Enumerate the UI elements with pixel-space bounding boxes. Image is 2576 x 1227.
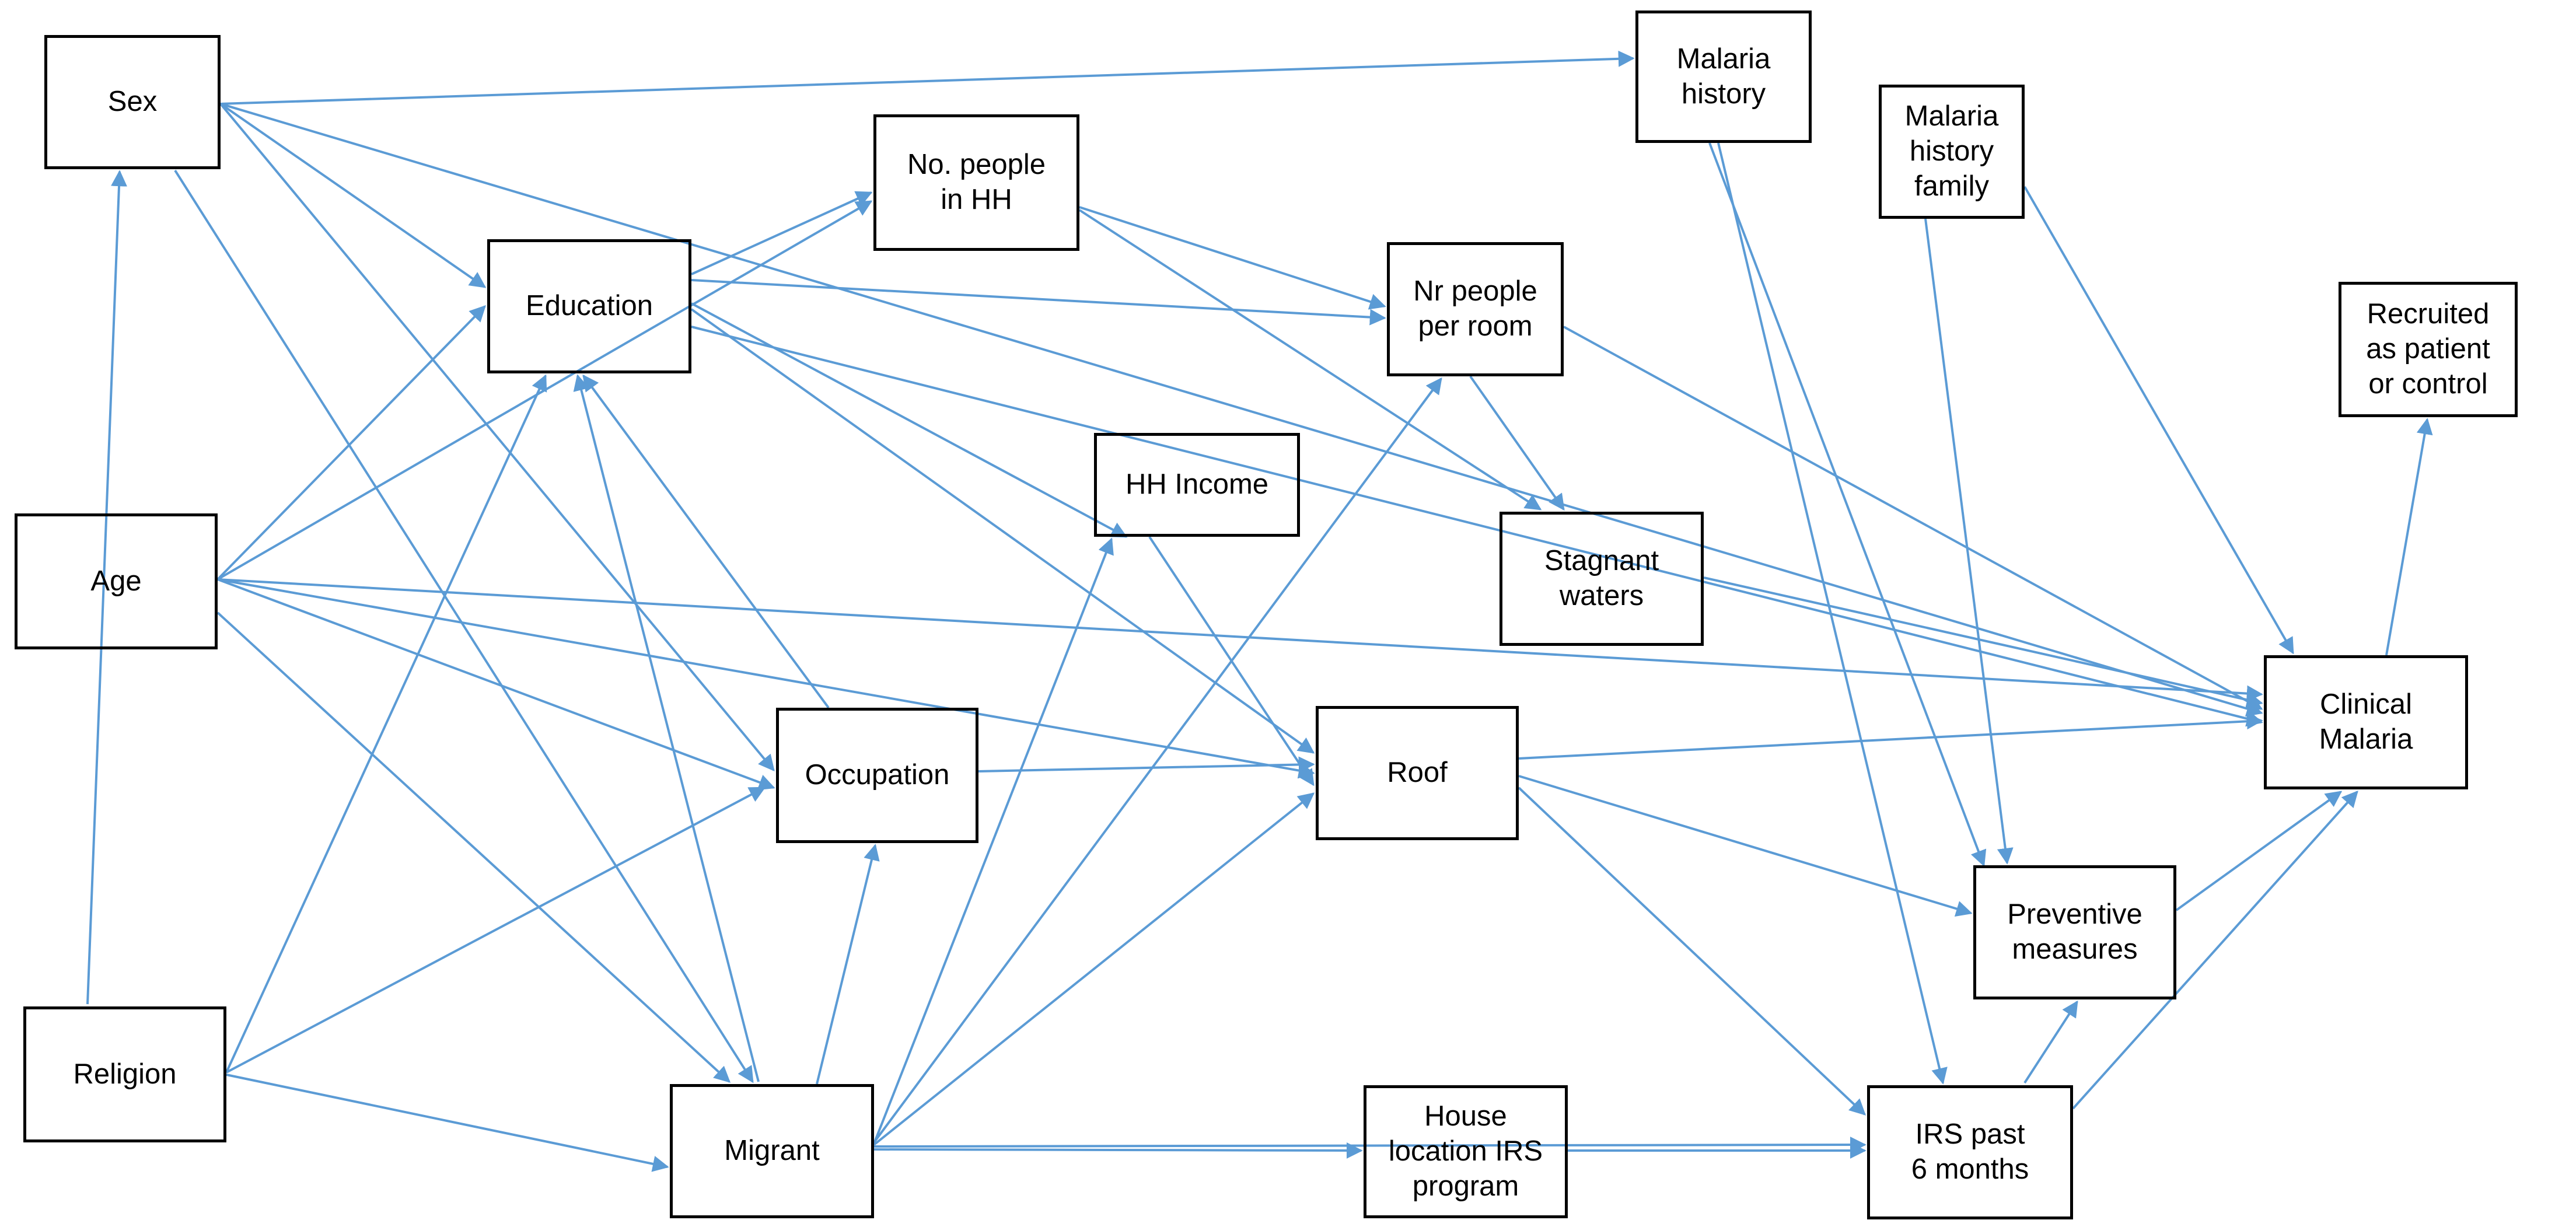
edge-roof-to-irs_6m [1518, 786, 1867, 1116]
edge-no_people_hh-to-nr_per_room [1079, 206, 1386, 310]
edge-age-to-occupation [217, 578, 775, 791]
edge-malaria_fam-to-clinical [2023, 186, 2294, 655]
edge-sex-to-migrant [174, 169, 754, 1083]
edge-migrant-to-house_irs [873, 1142, 1363, 1159]
edge-religion-to-occupation [226, 786, 766, 1074]
edge-roof-to-preventive [1518, 775, 1973, 917]
edge-migrant-to-hh_income [873, 537, 1114, 1144]
edge-irs_6m-to-preventive [2023, 1000, 2078, 1084]
edge-clinical-to-recruited [2385, 418, 2433, 656]
edge-sex-to-malaria_hist [220, 50, 1635, 105]
edge-stagnant-to-clinical [1703, 576, 2263, 708]
edge-migrant-to-occupation [816, 844, 880, 1085]
edge-age-to-education [216, 305, 486, 581]
edge-migrant-to-roof [873, 792, 1315, 1146]
edge-occupation-to-roof [978, 756, 1315, 773]
node-label-roof: Roof [1387, 757, 1448, 789]
edge-education-to-clinical [691, 326, 2263, 727]
edge-religion-to-migrant [226, 1074, 669, 1172]
node-age[interactable]: Age [15, 513, 218, 649]
edge-education-to-no_people_hh [691, 191, 873, 275]
edge-malaria_hist-to-irs_6m [1717, 142, 1948, 1085]
edge-roof-to-clinical [1518, 713, 2263, 760]
node-education[interactable]: Education [487, 239, 691, 373]
node-sex[interactable]: Sex [44, 35, 221, 169]
edge-education-to-hh_income [691, 302, 1128, 538]
edge-education-to-nr_per_room [691, 279, 1386, 326]
node-label-education: Education [526, 290, 653, 322]
node-migrant[interactable]: Migrant [670, 1084, 874, 1218]
edge-malaria_hist-to-preventive [1708, 142, 1987, 867]
edge-preventive-to-clinical [2175, 791, 2343, 911]
edge-religion-to-sex [86, 170, 128, 1005]
edge-occupation-to-education [582, 374, 830, 709]
node-religion[interactable]: Religion [23, 1006, 226, 1142]
edge-irs_6m-to-clinical [2072, 790, 2358, 1110]
edge-sex-to-occupation [219, 103, 775, 772]
edge-migrant-to-nr_per_room [873, 377, 1442, 1144]
node-label-religion: Religion [73, 1058, 177, 1090]
node-roof[interactable]: Roof [1316, 706, 1519, 840]
edge-hh_income-to-roof [1148, 536, 1315, 786]
edge-religion-to-education [225, 374, 547, 1073]
node-label-occupation: Occupation [805, 759, 950, 791]
edge-education-to-roof [690, 308, 1315, 754]
edge-migrant-to-irs_6m [873, 1137, 1867, 1153]
edge-age-to-clinical [217, 578, 2263, 702]
node-label-sex: Sex [107, 86, 158, 118]
node-label-age: Age [90, 565, 142, 597]
edge-age-to-no_people_hh [216, 200, 873, 581]
node-occupation[interactable]: Occupation [776, 708, 978, 843]
edge-malaria_fam-to-preventive [1924, 218, 2014, 865]
edge-no_people_hh-to-stagnant [1078, 209, 1542, 511]
node-label-migrant: Migrant [724, 1135, 820, 1167]
edge-nr_per_room-to-clinical [1563, 326, 2263, 710]
edge-nr_per_room-to-stagnant [1469, 375, 1565, 511]
edge-migrant-to-education [573, 374, 760, 1082]
edge-age-to-migrant [216, 611, 731, 1083]
edge-age-to-roof [217, 578, 1315, 779]
node-label-hh_income: HH Income [1125, 469, 1269, 501]
node-hh_income[interactable]: HH Income [1094, 433, 1300, 537]
edge-sex-to-clinical [220, 103, 2263, 717]
edge-sex-to-education [219, 103, 487, 288]
